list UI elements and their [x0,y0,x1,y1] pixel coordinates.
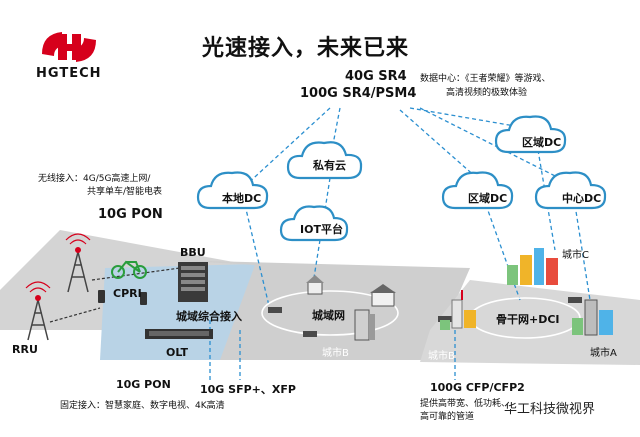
cpri-label: CPRI [113,287,142,300]
dc-note-2: 高清视频的极致体验 [446,88,528,98]
brand-name: HGTECH [36,66,102,81]
phone-icon [98,290,105,303]
olt-device-icon [145,329,213,339]
cloud-label-iot: IOT平台 [300,223,343,236]
cloud-central-dc [534,171,607,210]
cloud-label-local-dc: 本地DC [222,192,262,205]
zone-city-b-1: 城市B [322,348,349,359]
metro-ring [261,290,399,336]
cloud-local-dc [196,171,269,210]
bottom-cfp: 100G CFP/CFP2 [430,381,525,394]
top-label-40g: 40G SR4 [345,69,407,84]
bottom-sfp: 10G SFP+、XFP [200,383,296,396]
rru-label: RRU [12,343,38,356]
cloud-regional-dc-2 [494,115,567,154]
cloud-regional-dc-1 [441,171,514,210]
bottom-cfp-note-1: 提供高带宽、低功耗、 [420,399,511,409]
tower-icon-left [25,281,51,341]
wireless-line-2: 共享单车/智能电表 [87,187,163,197]
top-label-100g: 100G SR4/PSM4 [300,86,417,101]
city-b-buildings [440,290,476,330]
city-c-buildings [507,248,558,285]
cloud-label-regional-dc-2: 区域DC [522,136,562,149]
zone-city-a: 城市A [590,348,617,359]
zone-backbone: 骨干网+DCI [496,313,560,326]
page-title: 光速接入，未来已来 [202,36,410,61]
cloud-iot [279,205,349,242]
wireless-pon: 10G PON [98,207,163,222]
tower-icon-right [65,233,91,293]
watermark: 华工科技微视界 [504,402,596,417]
cloud-label-regional-dc-1: 区域DC [468,192,508,205]
building-icon [306,275,324,295]
cloud-label-central-dc: 中心DC [562,192,602,205]
tower-building-icon [354,309,375,341]
cloud-private [286,141,363,180]
zone-metro-net: 城域网 [312,309,345,322]
wireless-line-1: 无线接入：4G/5G高速上网/ [38,174,151,184]
house-icon [370,284,396,307]
bbu-rack-icon [178,262,208,302]
hgtech-logo [42,32,96,62]
bottom-fixed: 固定接入：智慧家庭、数字电视、4K高清 [60,401,225,411]
switch-icon-4 [568,297,582,303]
city-a-buildings [572,299,613,336]
zone-metro-access: 城域综合接入 [176,310,242,323]
rru-link-arrow [49,307,101,323]
dc-note-1: 数据中心：《王者荣耀》等游戏、 [420,74,551,84]
olt-label: OLT [166,346,189,359]
switch-icon-2 [303,331,317,337]
bottom-cfp-note-2: 高可靠的管道 [420,412,475,422]
zone-city-b-2: 城市B [428,351,455,362]
floor-gray-metro [170,260,470,360]
bbu-label: BBU [180,246,206,259]
bottom-pon: 10G PON [116,378,171,391]
zone-city-c: 城市C [562,250,589,261]
switch-icon-3 [438,316,452,322]
phone-icon-2 [140,292,147,305]
cloud-label-private: 私有云 [313,159,346,172]
switch-icon [268,307,282,313]
bicycle-icon [111,260,147,279]
